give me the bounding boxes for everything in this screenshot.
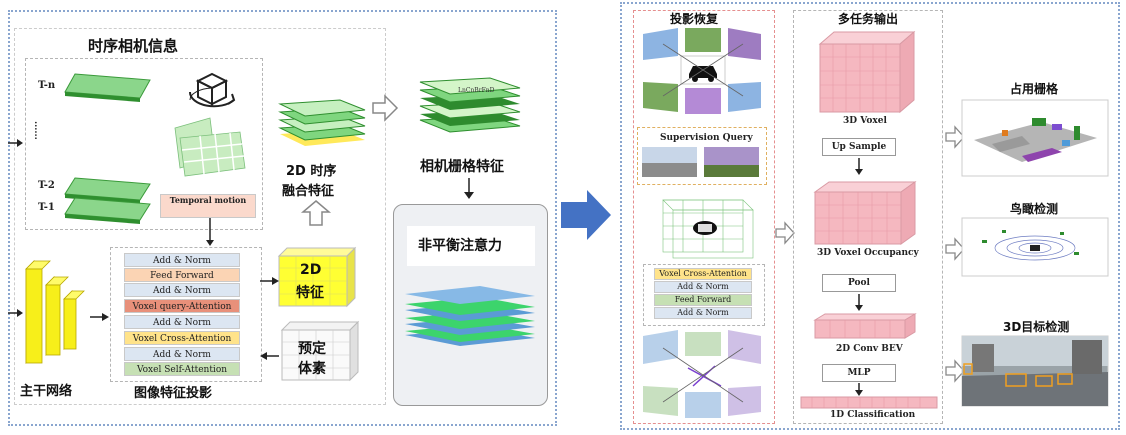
projection-label: 图像特征投影	[134, 386, 213, 401]
pipeline-up-sample: Up Sample	[822, 138, 896, 156]
time-label-dots: ......	[32, 121, 42, 140]
arrow-backbone-to-encoder	[90, 313, 109, 321]
fusion-label-1: 2D 时序	[286, 164, 337, 179]
hollow-right-arrow	[372, 94, 399, 122]
pipeline-conv-bev: 2D Conv BEV	[836, 344, 903, 354]
hollow-arrow-to-multitask	[775, 221, 795, 245]
time-label-t2: T-2	[38, 180, 55, 191]
pipeline-mlp: MLP	[822, 364, 896, 382]
pipeline-3d-voxel: 3D Voxel	[843, 116, 887, 126]
encoder-block	[110, 247, 262, 382]
multitask-column	[793, 10, 943, 424]
hollow-arrow-output-3	[945, 359, 965, 383]
pipeline-pool: Pool	[822, 274, 896, 292]
projection-column	[633, 10, 775, 424]
arrow-mlp-down	[855, 383, 863, 396]
right-panel	[620, 2, 1120, 430]
hollow-arrow-output-1	[945, 125, 965, 149]
decoder-layer-1: Voxel Cross-Attention	[654, 268, 752, 280]
multitask-title: 多任务输出	[838, 12, 899, 26]
temporal-camera-group	[14, 28, 386, 405]
entry-arrow-top	[8, 139, 23, 147]
encoder-layer-1: Add & Norm	[124, 253, 240, 267]
time-label-tn: T-n	[38, 80, 56, 91]
fusion-feature-stack	[278, 99, 366, 146]
supervision-query-box	[637, 127, 767, 185]
imbalanced-attention-label: 非平衡注意力	[418, 238, 502, 254]
camera-grid-stack	[419, 77, 521, 133]
occupancy-output-image	[961, 99, 1109, 177]
pipeline-voxel-occupancy: 3D Voxel Occupancy	[817, 248, 919, 258]
tilted-grid-stack	[174, 117, 246, 177]
attention-layer-stack	[405, 286, 535, 346]
encoder-layer-3: Add & Norm	[124, 283, 240, 297]
preset-voxel-label-2: 体素	[298, 361, 326, 377]
voxel-occupancy-cube	[813, 181, 917, 245]
temporal-camera-title: 时序相机信息	[88, 37, 179, 55]
hollow-up-arrow	[300, 200, 332, 226]
left-panel	[8, 10, 557, 426]
output-bev-title: 鸟瞰检测	[1010, 202, 1059, 216]
voxel-cube-3d	[818, 30, 916, 114]
detection-output-image	[961, 335, 1109, 407]
arrow-upsample-down	[855, 158, 863, 175]
feature-2d-label-2: 特征	[296, 285, 324, 301]
reprojected-views-graphic	[643, 330, 761, 418]
time-plane-t1	[64, 197, 151, 224]
time-plane-tn	[64, 73, 151, 102]
camera-grid-label: 相机栅格特征	[420, 159, 504, 175]
encoder-layer-6: Voxel Cross-Attention	[124, 331, 240, 345]
encoder-layer-2: Feed Forward	[124, 268, 240, 282]
output-3d-detection-title: 3D目标检测	[1003, 320, 1070, 334]
output-occupancy-title: 占用栅格	[1010, 82, 1059, 96]
decoder-layer-3: Feed Forward	[654, 294, 752, 306]
projection-title: 投影恢复	[670, 12, 719, 26]
decoder-block	[643, 264, 765, 326]
decoder-layer-4: Add & Norm	[654, 307, 752, 319]
rotation-cube-icon	[188, 72, 236, 108]
arrow-encoder-to-2d	[260, 277, 279, 285]
time-frames-box	[25, 58, 263, 230]
attention-title-box	[407, 226, 535, 266]
preset-voxel-cube	[280, 320, 360, 382]
grid-texture-text: LnCnBrFnD	[458, 87, 495, 94]
temporal-motion-box: Temporal motion	[160, 194, 256, 218]
preset-voxel-label-1: 预定	[298, 341, 326, 357]
big-transition-arrow	[561, 190, 611, 240]
feature-2d-label-1: 2D	[300, 262, 322, 278]
time-label-t1: T-1	[38, 202, 55, 213]
camera-surround-graphic	[643, 28, 761, 114]
entry-arrow-bottom	[8, 309, 23, 317]
backbone-label: 主干网络	[20, 384, 73, 399]
voxel-grid-car	[662, 199, 754, 259]
arrow-temporal-to-encoder	[206, 218, 214, 246]
arrow-voxel-to-encoder	[260, 352, 279, 360]
fusion-label-2: 融合特征	[282, 184, 335, 199]
conv-bev-slab	[813, 313, 917, 339]
classification-bar	[800, 396, 938, 409]
encoder-layer-8: Voxel Self-Attention	[124, 362, 240, 376]
encoder-layer-5: Add & Norm	[124, 315, 240, 329]
pipeline-classification: 1D Classification	[830, 410, 916, 420]
encoder-layer-7: Add & Norm	[124, 347, 240, 361]
feature-2d-cube	[277, 246, 357, 308]
supervision-query-images	[642, 147, 759, 177]
bev-output-image	[961, 217, 1109, 277]
backbone-blocks	[25, 260, 85, 364]
hollow-arrow-output-2	[945, 237, 965, 261]
supervision-query-label: Supervision Query	[660, 133, 753, 143]
decoder-layer-2: Add & Norm	[654, 281, 752, 293]
arrow-to-attention	[464, 178, 474, 199]
arrow-pool-down	[855, 294, 863, 311]
encoder-layer-4: Voxel query-Attention	[124, 299, 240, 313]
